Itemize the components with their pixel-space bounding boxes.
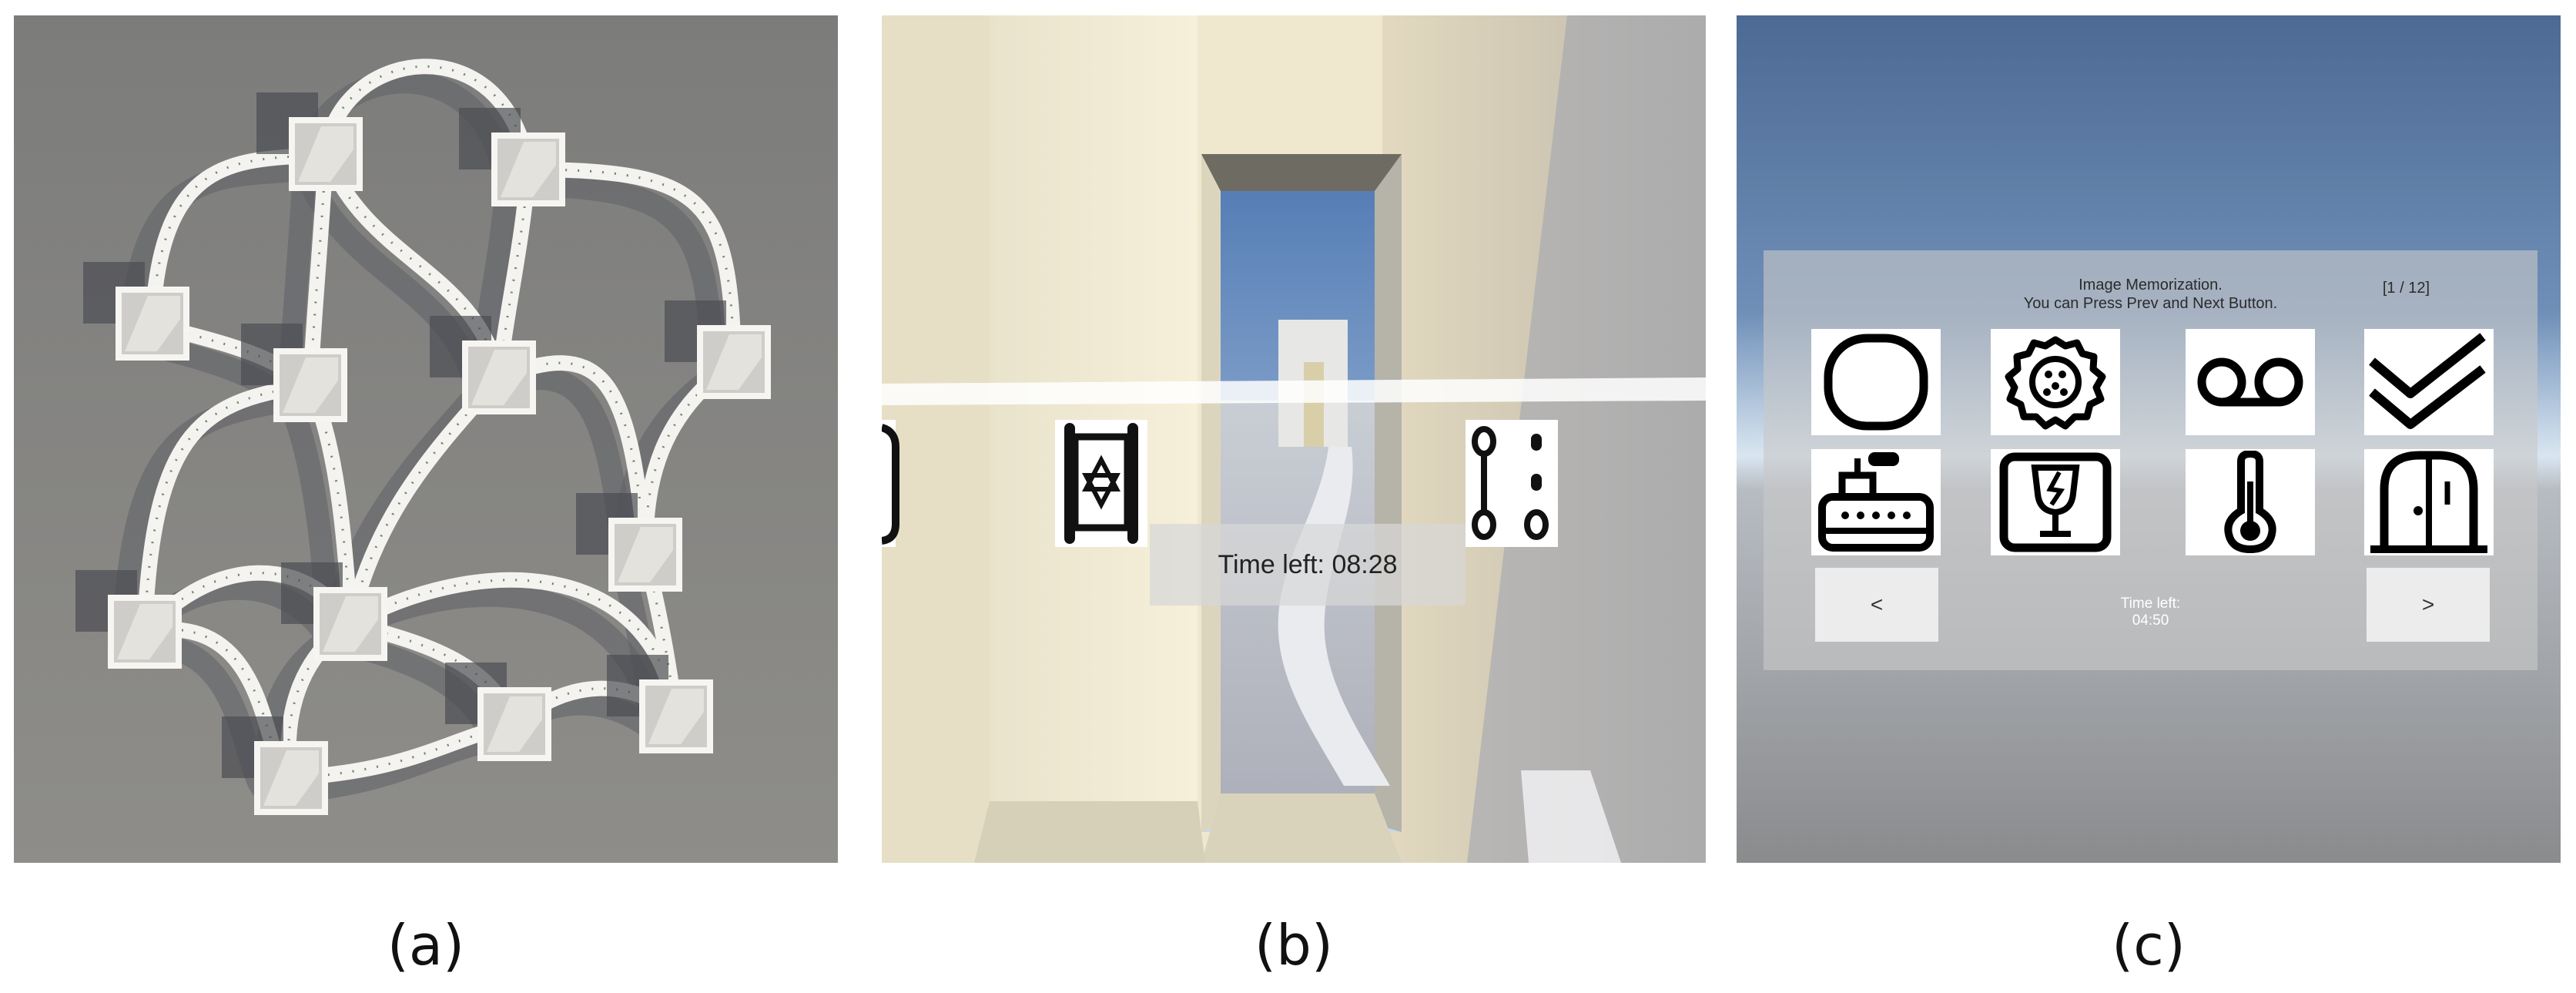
node-face	[487, 696, 542, 752]
node-face	[471, 350, 527, 405]
node-face	[298, 126, 353, 182]
image-tile-4	[2364, 329, 2494, 435]
page-counter: [1 / 12]	[2382, 280, 2430, 297]
printer-icon	[1818, 452, 1934, 552]
node-face	[125, 296, 180, 351]
node-face	[648, 689, 704, 744]
node-face	[618, 527, 673, 582]
image-tile-3	[2186, 329, 2315, 435]
image-tile-6	[1991, 449, 2120, 555]
title-line1: Image Memorization.	[2079, 277, 2223, 294]
image-tile-5	[1811, 449, 1941, 555]
corridor-scene	[882, 15, 1706, 863]
front-floor	[1201, 793, 1402, 863]
nodes	[75, 92, 771, 815]
time-left-label: Time left:	[2120, 595, 2181, 612]
title-line2: You can Press Prev and Next Button.	[2023, 295, 2278, 312]
light-patch	[1521, 770, 1621, 863]
maze-path	[521, 162, 742, 370]
node-face	[117, 604, 173, 659]
door-jamb-right	[1375, 154, 1402, 832]
time-left-display: Time left: 04:50	[1764, 595, 2537, 629]
broken-glass-box-icon	[1999, 452, 2112, 552]
floor-shadow-left	[974, 801, 1205, 863]
door-jamb-left	[1201, 154, 1221, 832]
dots-connector-icon	[1466, 420, 1558, 547]
door-icon	[2370, 451, 2487, 553]
node-face	[501, 142, 556, 197]
voicemail-icon	[2197, 357, 2303, 407]
partial-icon-left	[882, 420, 899, 547]
right-wall-shadow	[1467, 15, 1706, 863]
memorization-view: Image Memorization. You can Press Prev a…	[1737, 15, 2561, 863]
star-of-david-scroll-icon	[1055, 420, 1147, 547]
next-button[interactable]: >	[2367, 568, 2490, 642]
horizon-band	[882, 377, 1706, 405]
left-wall	[990, 15, 1198, 801]
distant-door	[1304, 362, 1324, 447]
maze-top-view	[14, 15, 838, 863]
image-tile-1	[1811, 329, 1941, 435]
double-check-icon	[2369, 333, 2486, 429]
maze-map	[14, 15, 838, 863]
caption-b: (b)	[1255, 913, 1333, 978]
node-face	[283, 357, 338, 413]
time-left-display: Time left: 08:28	[1150, 524, 1466, 606]
prev-button[interactable]: <	[1815, 568, 1938, 642]
memorization-panel: Image Memorization. You can Press Prev a…	[1764, 250, 2537, 670]
left-wall-far	[882, 15, 990, 863]
instructions: Image Memorization. You can Press Prev a…	[1764, 276, 2537, 313]
node-face	[263, 750, 319, 806]
door-lintel	[1201, 154, 1402, 191]
cookie-icon	[2005, 336, 2106, 430]
caption-a: (a)	[387, 913, 465, 978]
time-left-value: 04:50	[2132, 612, 2169, 629]
caption-c: (c)	[2112, 913, 2186, 978]
image-tile-8	[2364, 449, 2494, 555]
thermometer-icon	[2224, 451, 2276, 554]
image-tile-7	[2186, 449, 2315, 555]
node-face	[706, 334, 762, 390]
maze-path	[137, 377, 318, 639]
corridor-view: Time left: 08:28	[882, 15, 1706, 863]
image-tile-2	[1991, 329, 2120, 435]
rounded-square-icon	[1824, 334, 1928, 431]
node-face	[323, 596, 378, 652]
